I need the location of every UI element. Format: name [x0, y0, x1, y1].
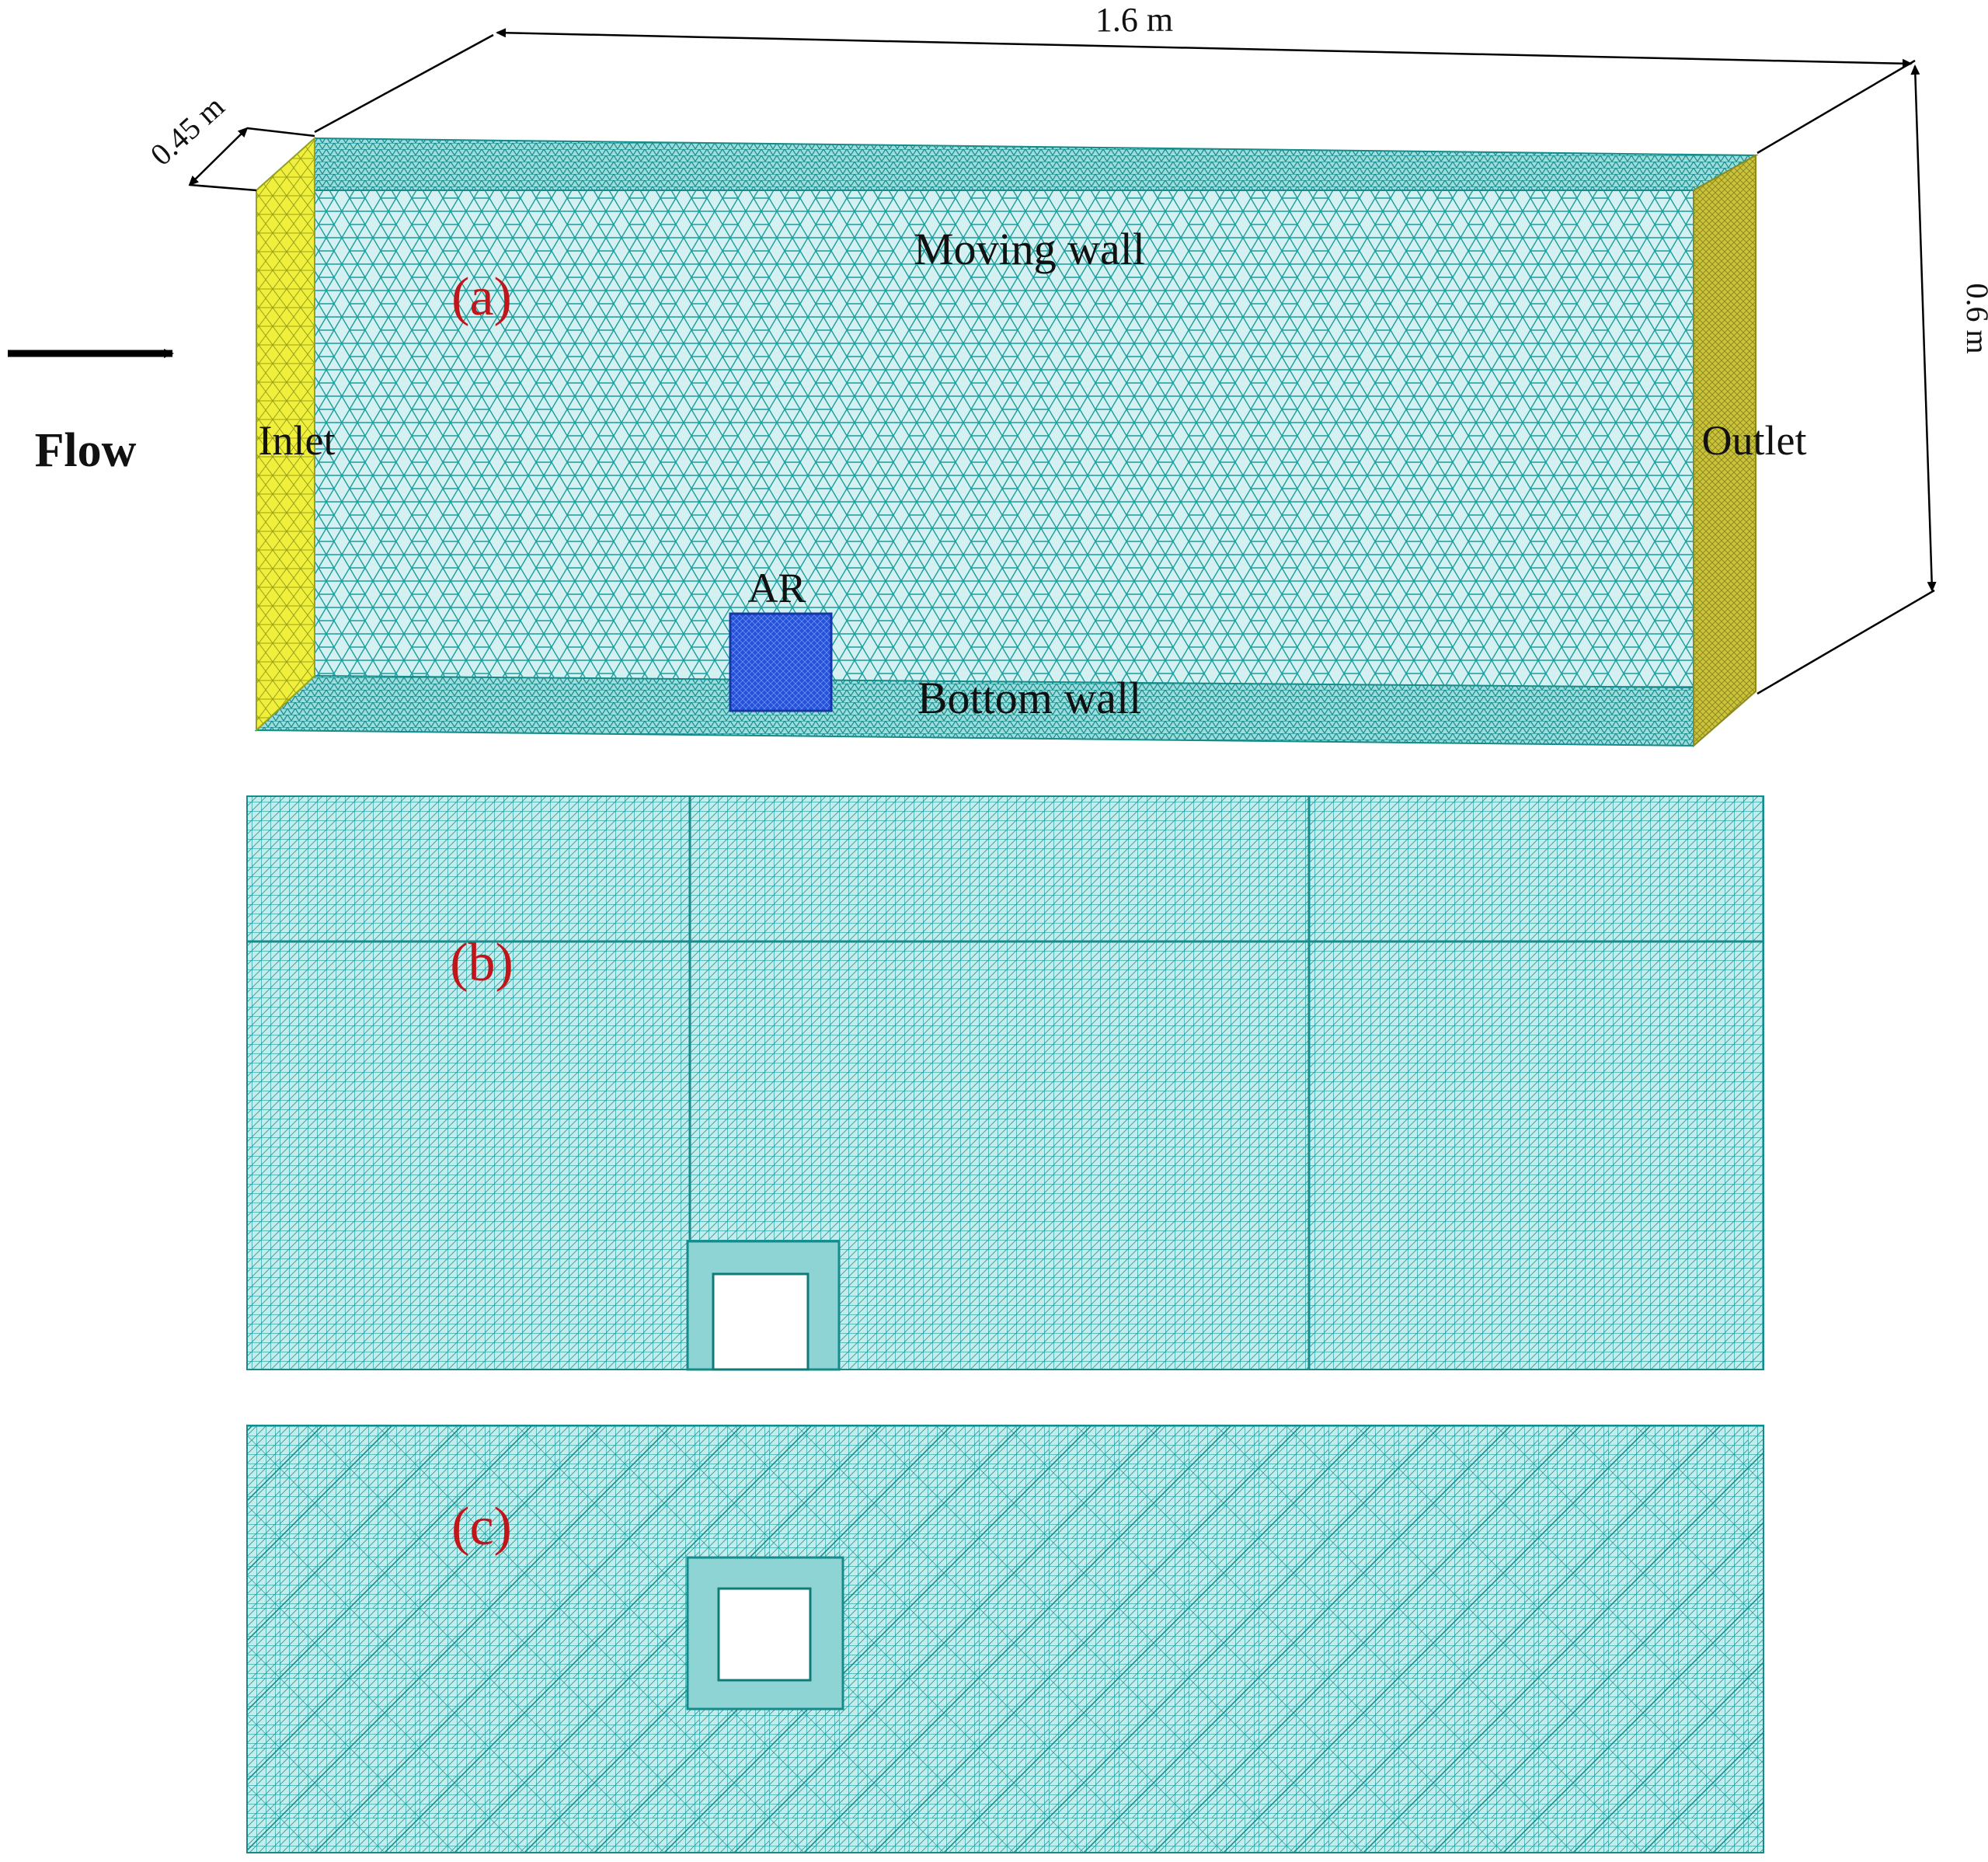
- dim-length-label: 1.6 m: [1095, 1, 1173, 39]
- obstacle-hole: [712, 1272, 809, 1371]
- dim-width-label: 0.45 m: [144, 89, 232, 172]
- panel-c-label: (c): [451, 1497, 512, 1557]
- dimension-arrow-icon: [189, 183, 257, 192]
- mesh-panel-b: [246, 795, 1764, 1370]
- dimension-arrow-icon: [1756, 589, 1935, 695]
- dimension-arrow-icon: [1756, 59, 1916, 155]
- dim-height-label: 0.6 m: [1960, 283, 1988, 353]
- top-wall-label: Moving wall: [914, 224, 1145, 274]
- dimension-arrow-icon: [496, 28, 1913, 68]
- bottom-wall-label: Bottom wall: [917, 673, 1141, 723]
- inlet-label: Inlet: [259, 417, 336, 464]
- dimension-arrow-icon: [188, 127, 249, 186]
- flow-label: Flow: [35, 424, 137, 477]
- panel-b-label: (b): [450, 933, 514, 993]
- dimension-arrow-icon: [246, 127, 315, 137]
- panel-a: 1.6 m 0.45 m 0.6 m (a) Moving wall Botto…: [8, 1, 1988, 748]
- domain-front-face: [314, 190, 1694, 727]
- panel-a-label: (a): [451, 267, 512, 327]
- panel-b: (b): [246, 795, 1764, 1371]
- outlet-label: Outlet: [1702, 417, 1807, 464]
- mesh-panel-c: [246, 1425, 1764, 1853]
- dimension-arrow-icon: [314, 33, 494, 134]
- inlet-face: [256, 136, 315, 733]
- top-face: [254, 137, 1759, 191]
- panel-c: (c): [246, 1425, 1764, 1853]
- obstacle-label: AR: [747, 565, 806, 611]
- outlet-face: [1693, 154, 1756, 748]
- obstacle-hole: [717, 1587, 812, 1682]
- dimension-arrow-icon: [1910, 64, 1937, 592]
- ar-obstacle: [729, 612, 833, 712]
